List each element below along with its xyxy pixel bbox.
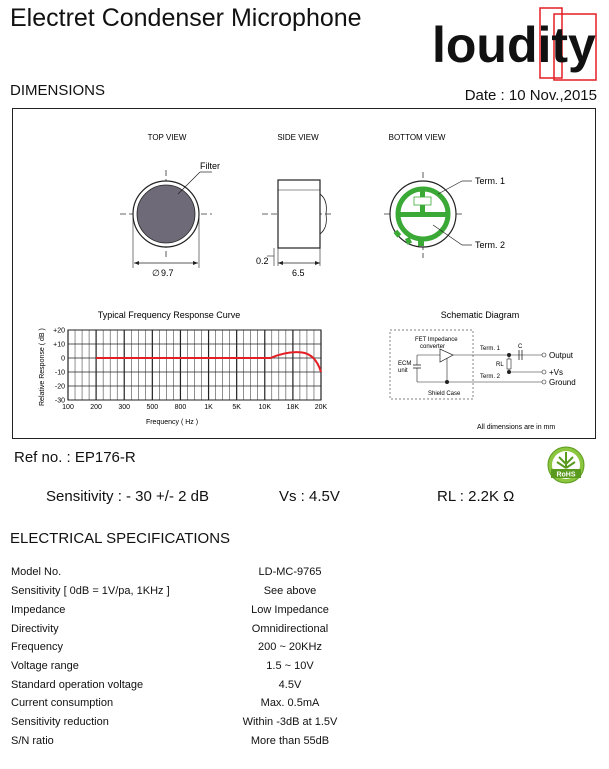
side-view-label: SIDE VIEW <box>277 133 319 142</box>
sensitivity-param: Sensitivity : - 30 +/- 2 dB <box>46 488 209 505</box>
page-title: Electret Condenser Microphone <box>10 4 362 32</box>
chart-title: Typical Frequency Response Curve <box>98 310 241 320</box>
spec-label: Sensitivity [ 0dB = 1V/pa, 1KHz ] <box>11 585 170 597</box>
chart-y-tick: -20 <box>55 384 65 391</box>
fet-label-1: FET Impedance <box>415 337 458 343</box>
schematic-shield: Shield Case <box>428 391 461 397</box>
logo-text: loudity <box>432 17 596 73</box>
chart-x-ticks: 100 200 300 500 800 1K 5K 10K 18K 20K <box>62 404 327 411</box>
diameter-value: 9.7 <box>161 268 174 278</box>
side-offset-label: 0.2 <box>256 256 269 266</box>
spec-value: LD-MC-9765 <box>258 566 322 578</box>
chart-xlabel: Frequency ( Hz ) <box>146 419 198 426</box>
spec-value: 1.5 ~ 10V <box>266 660 314 672</box>
date-label: Date : 10 Nov.,2015 <box>464 87 597 104</box>
chart-x-tick: 18K <box>287 404 300 411</box>
chart-y-tick: -10 <box>55 370 65 377</box>
chart-y-tick: 0 <box>61 356 65 363</box>
chart-x-tick: 20K <box>315 404 328 411</box>
spec-row: Impedance Low Impedance <box>0 604 609 623</box>
side-view-drawing: 0.2 6.5 <box>256 179 334 278</box>
schematic-rl: RL <box>496 362 504 368</box>
schematic-term1: Term. 1 <box>480 346 501 352</box>
schematic-ground: Ground <box>549 378 576 387</box>
spec-row: Directivity Omnidirectional <box>0 623 609 642</box>
loudity-logo: loudity <box>432 7 597 81</box>
chart-x-tick: 5K <box>232 404 241 411</box>
schematic-cap: C <box>518 344 523 350</box>
spec-row: Frequency 200 ~ 20KHz <box>0 641 609 660</box>
frequency-response-chart: Typical Frequency Response Curve Relativ… <box>39 310 328 426</box>
chart-x-tick: 10K <box>259 404 272 411</box>
bottom-view-drawing: Term. 1 Term. 2 <box>384 172 505 258</box>
electrical-specs-heading: ELECTRICAL SPECIFICATIONS <box>10 530 231 547</box>
schematic-term2: Term. 2 <box>480 374 501 380</box>
spec-value: 200 ~ 20KHz <box>258 641 322 653</box>
chart-ylabel: Relative Response ( dB ) <box>39 328 46 406</box>
spec-label: Voltage range <box>11 660 79 672</box>
chart-y-tick: +10 <box>53 342 65 349</box>
spec-label: S/N ratio <box>11 735 54 747</box>
chart-x-tick: 100 <box>62 404 74 411</box>
rohs-text: RoHS <box>556 472 575 479</box>
vs-param: Vs : 4.5V <box>279 488 340 505</box>
chart-x-tick: 300 <box>118 404 130 411</box>
schematic-diagram: Schematic Diagram FET Impedance converte… <box>389 310 576 400</box>
spec-value: More than 55dB <box>250 735 330 747</box>
spec-value: Omnidirectional <box>251 623 329 635</box>
spec-row: Standard operation voltage 4.5V <box>0 679 609 698</box>
spec-label: Directivity <box>11 623 59 635</box>
rl-param: RL : 2.2K Ω <box>437 488 515 505</box>
fet-label-2: converter <box>420 344 445 350</box>
chart-x-tick: 800 <box>175 404 187 411</box>
dimensions-frame <box>12 108 596 439</box>
chart-x-tick: 200 <box>90 404 102 411</box>
spec-label: Current consumption <box>11 697 114 709</box>
rohs-badge: RoHS <box>547 446 585 484</box>
dimensions-heading: DIMENSIONS <box>10 82 106 99</box>
spec-row: Sensitivity [ 0dB = 1V/pa, 1KHz ] See abo… <box>0 585 609 604</box>
chart-x-tick: 1K <box>204 404 213 411</box>
filter-label: Filter <box>200 161 220 171</box>
spec-row: Model No. LD-MC-9765 <box>0 566 609 585</box>
response-curve <box>96 351 322 373</box>
dimension-drawings: TOP VIEW SIDE VIEW BOTTOM VIEW Filter ∅ … <box>39 133 576 431</box>
chart-y-ticks: +20 +10 0 -10 -20 -30 <box>53 328 65 405</box>
side-height-label: 6.5 <box>292 268 305 278</box>
bottom-view-label: BOTTOM VIEW <box>389 133 446 142</box>
schematic-vs: +Vs <box>549 368 563 377</box>
ecm-label-2: unit <box>398 368 408 374</box>
spec-row: S/N ratio More than 55dB <box>0 735 609 754</box>
ecm-label-1: ECM <box>398 361 411 367</box>
spec-label: Standard operation voltage <box>11 679 144 691</box>
rohs-leaf-icon <box>556 452 576 469</box>
schematic-title: Schematic Diagram <box>441 310 520 320</box>
spec-label: Frequency <box>11 641 63 653</box>
spec-label: Sensitivity reduction <box>11 716 109 728</box>
schematic-output: Output <box>549 351 574 360</box>
term2-label: Term. 2 <box>475 240 505 250</box>
spec-row: Current consumption Max. 0.5mA <box>0 697 609 716</box>
chart-y-tick: -30 <box>55 398 65 405</box>
spec-value: Within -3dB at 1.5V <box>242 716 338 728</box>
spec-value: Low Impedance <box>251 604 329 616</box>
spec-label: Model No. <box>11 566 62 578</box>
spec-value: 4.5V <box>278 679 302 691</box>
spec-value: See above <box>263 585 317 597</box>
spec-value: Max. 0.5mA <box>260 697 320 709</box>
top-view-drawing: Filter ∅ 9.7 <box>120 161 220 278</box>
chart-y-tick: +20 <box>53 328 65 335</box>
dimensions-footnote: All dimensions are in mm <box>477 424 555 431</box>
term1-label: Term. 1 <box>475 176 505 186</box>
chart-x-tick: 500 <box>146 404 158 411</box>
spec-row: Sensitivity reduction Within -3dB at 1.5V <box>0 716 609 735</box>
spec-row: Voltage range 1.5 ~ 10V <box>0 660 609 679</box>
ref-number: Ref no. : EP176-R <box>14 449 136 466</box>
diameter-symbol: ∅ <box>152 268 160 278</box>
spec-label: Impedance <box>11 604 66 616</box>
chart-grid <box>67 329 322 401</box>
top-view-label: TOP VIEW <box>148 133 187 142</box>
